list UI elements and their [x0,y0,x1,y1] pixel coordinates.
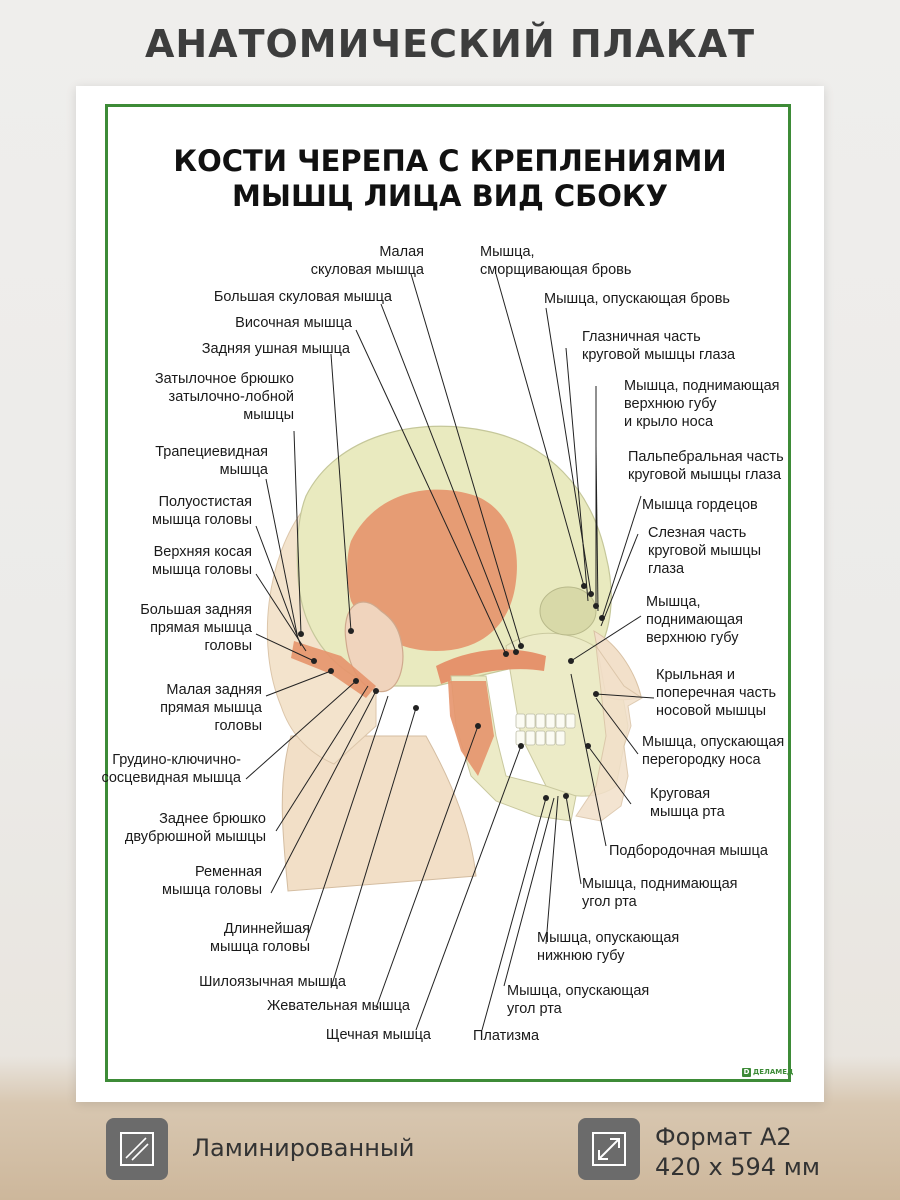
label-masseter: Жевательная мышца [267,998,411,1014]
poster-title: КОСТИ ЧЕРЕПА С КРЕПЛЕНИЯМИ МЫШЦ ЛИЦА ВИД… [76,144,824,214]
brand-name: ДЕЛАМЕД [753,1068,794,1076]
poster-title-line2: МЫШЦ ЛИЦА ВИД СБОКУ [232,179,668,213]
label-temporalis: Височная мышца [235,315,353,331]
label-zygomaticus-major: Большая скуловая мышца [214,289,393,305]
poster-title-line1: КОСТИ ЧЕРЕПА С КРЕПЛЕНИЯМИ [173,144,727,178]
attachment-dots [298,583,605,801]
label-platysma: Платизма [473,1028,540,1044]
leader-lines-right [481,273,655,1031]
label-styloglossus: Шилоязычная мышца [199,974,347,990]
poster-frame [105,104,791,1082]
label-buccinator: Щечная мышца [326,1027,432,1043]
label-auricularis-posterior: Задняя ушная мышца [202,341,351,357]
label-procerus: Мышца гордецов [642,497,758,513]
labels-right: Мышца,сморщивающая бровь Мышца, опускающ… [473,244,784,1044]
laminated-label: Ламинированный [192,1134,415,1162]
zygomatic-arch [436,649,546,684]
format-line2: 420 х 594 мм [655,1153,820,1181]
brand-icon: D [742,1068,751,1077]
masseter-muscle [448,681,494,776]
label-corrugator: Мышца,сморщивающая бровь [480,244,631,278]
header-title: АНАТОМИЧЕСКИЙ ПЛАКАТ [144,22,756,66]
resize-arrows-icon [578,1118,640,1180]
label-mentalis: Подбородочная мышца [609,843,769,859]
orbit [539,586,597,636]
label-depressor-supercilii: Мышца, опускающая бровь [544,291,730,307]
neck-shape [281,735,477,892]
format-label: Формат А2 420 х 594 мм [655,1122,820,1182]
label-sternocleidomastoid: Грудино-ключично-сосцевидная мышца [101,752,241,786]
poster: КОСТИ ЧЕРЕПА С КРЕПЛЕНИЯМИ МЫШЦ ЛИЦА ВИД… [76,86,824,1102]
leader-lines-left [245,273,522,1031]
laminate-icon [106,1118,168,1180]
temporal-muscle [347,489,517,651]
format-line1: Формат А2 [655,1123,792,1151]
face-profile [575,645,643,822]
teeth [515,713,576,746]
